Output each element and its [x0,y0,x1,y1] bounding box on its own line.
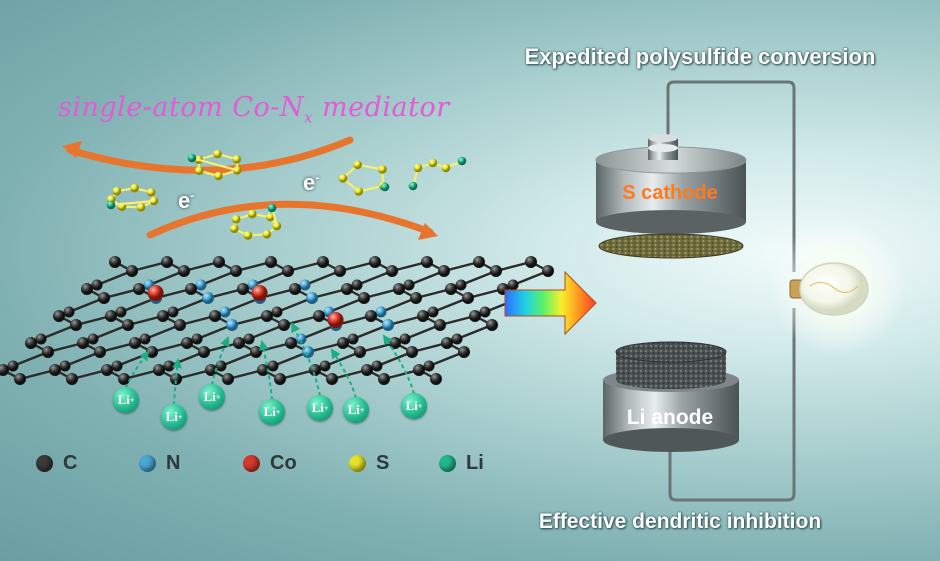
li-ion-symbol: Li [311,400,324,415]
li-ion-charge: + [177,412,183,422]
cathode-cylinder [595,134,747,259]
rainbow-arrow-icon [504,270,597,336]
li-ion-symbol: Li [203,389,216,404]
cathode-label: S cathode [622,182,718,204]
li-ion-charge: + [359,405,365,415]
curved-arrow-icon [62,136,354,174]
legend-item-c: C [36,448,77,478]
li-ion: Li+ [113,387,139,413]
lithium-atom-icon [439,454,456,472]
anode-label: Li anode [626,406,714,429]
li-ion-symbol: Li [117,392,130,407]
electron-label: e- [178,188,194,214]
legend-item-li: Li [439,448,484,478]
electron-symbol: e [303,170,316,195]
atom-legend: C N Co S Li [36,448,506,478]
li-ion-charge: + [129,395,135,405]
legend-item-s: S [349,448,389,478]
electron-symbol: e [178,188,191,213]
legend-label: C [63,451,78,474]
li-ion-charge: + [275,407,281,417]
electron-label: e- [303,170,319,196]
mediator-suffix: mediator [312,92,450,123]
li-ion-charge: + [417,401,423,411]
sulfur-atom-icon [349,454,366,472]
li-ion-symbol: Li [165,409,178,424]
li-ion: Li+ [259,399,285,425]
li-ion-charge: + [215,392,221,402]
legend-label: Co [270,451,297,474]
li-ion-symbol: Li [405,398,418,413]
li-ion: Li+ [307,395,333,421]
li-ion: Li+ [343,397,369,423]
conversion-title: Expedited polysulfide conversion [524,44,876,69]
curved-arrow-icon [146,200,438,240]
legend-item-n: N [139,448,180,478]
li-ion-paths [125,322,415,406]
li-ion-symbol: Li [347,402,360,417]
nitrogen-atom-icon [139,454,156,472]
legend-label: N [166,451,181,474]
mediator-subscript: x [303,108,313,127]
mediator-label: single-atom Co-Nx mediator [58,92,478,126]
mediator-prefix: single-atom Co-N [58,92,304,123]
anode-cylinder [603,341,739,452]
electron-charge: - [315,170,320,185]
li-ion-symbol: Li [263,404,276,419]
cobalt-atom-icon [243,454,260,472]
li-ion: Li+ [161,404,187,430]
legend-label: Li [466,451,484,474]
li-ion: Li+ [199,384,225,410]
legend-label: S [376,451,390,474]
legend-item-co: Co [243,448,297,478]
circuit-wire [666,80,796,502]
inhibition-title: Effective dendritic inhibition [538,510,822,533]
polysulfide-molecules [106,149,467,240]
electron-charge: - [190,188,195,203]
li-ion-charge: + [323,403,329,413]
li-ion: Li+ [401,393,427,419]
light-bulb-icon [770,220,906,356]
graphene-sheet [0,256,554,385]
carbon-atom-icon [36,454,53,472]
